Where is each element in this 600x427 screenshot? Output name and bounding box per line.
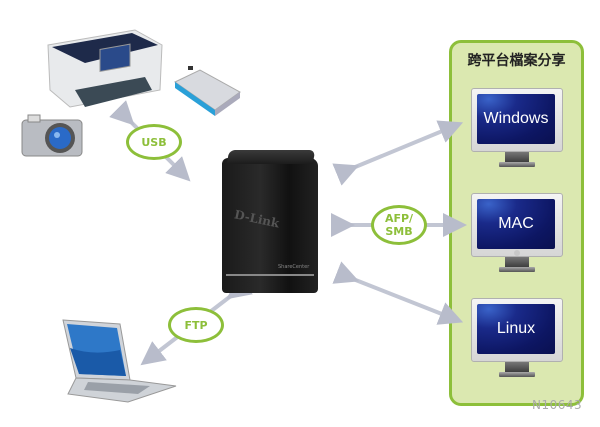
linux-label: Linux: [477, 304, 555, 354]
windows-label: Windows: [477, 94, 555, 144]
nas-device: D-Link ShareCenter: [222, 150, 318, 295]
ftp-label: FTP: [168, 307, 224, 343]
linux-arrow: [332, 261, 464, 325]
panel-title: 跨平台檔案分享: [467, 53, 566, 69]
windows-monitor: Windows: [471, 88, 563, 168]
linux-monitor: Linux: [471, 298, 563, 378]
usb-text: USB: [141, 135, 167, 149]
external-drive-icon: [174, 66, 241, 116]
nas-model-label: ShareCenter: [278, 264, 310, 270]
windows-arrow: [332, 120, 464, 186]
ftp-text: FTP: [184, 318, 208, 332]
usb-label: USB: [126, 124, 182, 160]
afp-smb-text: AFP/SMB: [384, 212, 414, 238]
apple-logo-icon: [514, 250, 520, 256]
laptop-icon: [62, 319, 177, 403]
camera-icon: [21, 114, 83, 157]
printer-icon: [47, 29, 163, 108]
afp-smb-label: AFP/SMB: [371, 205, 427, 245]
mac-label: MAC: [477, 199, 555, 249]
watermark-text: N10643: [532, 398, 583, 412]
mac-monitor: MAC: [471, 193, 563, 273]
